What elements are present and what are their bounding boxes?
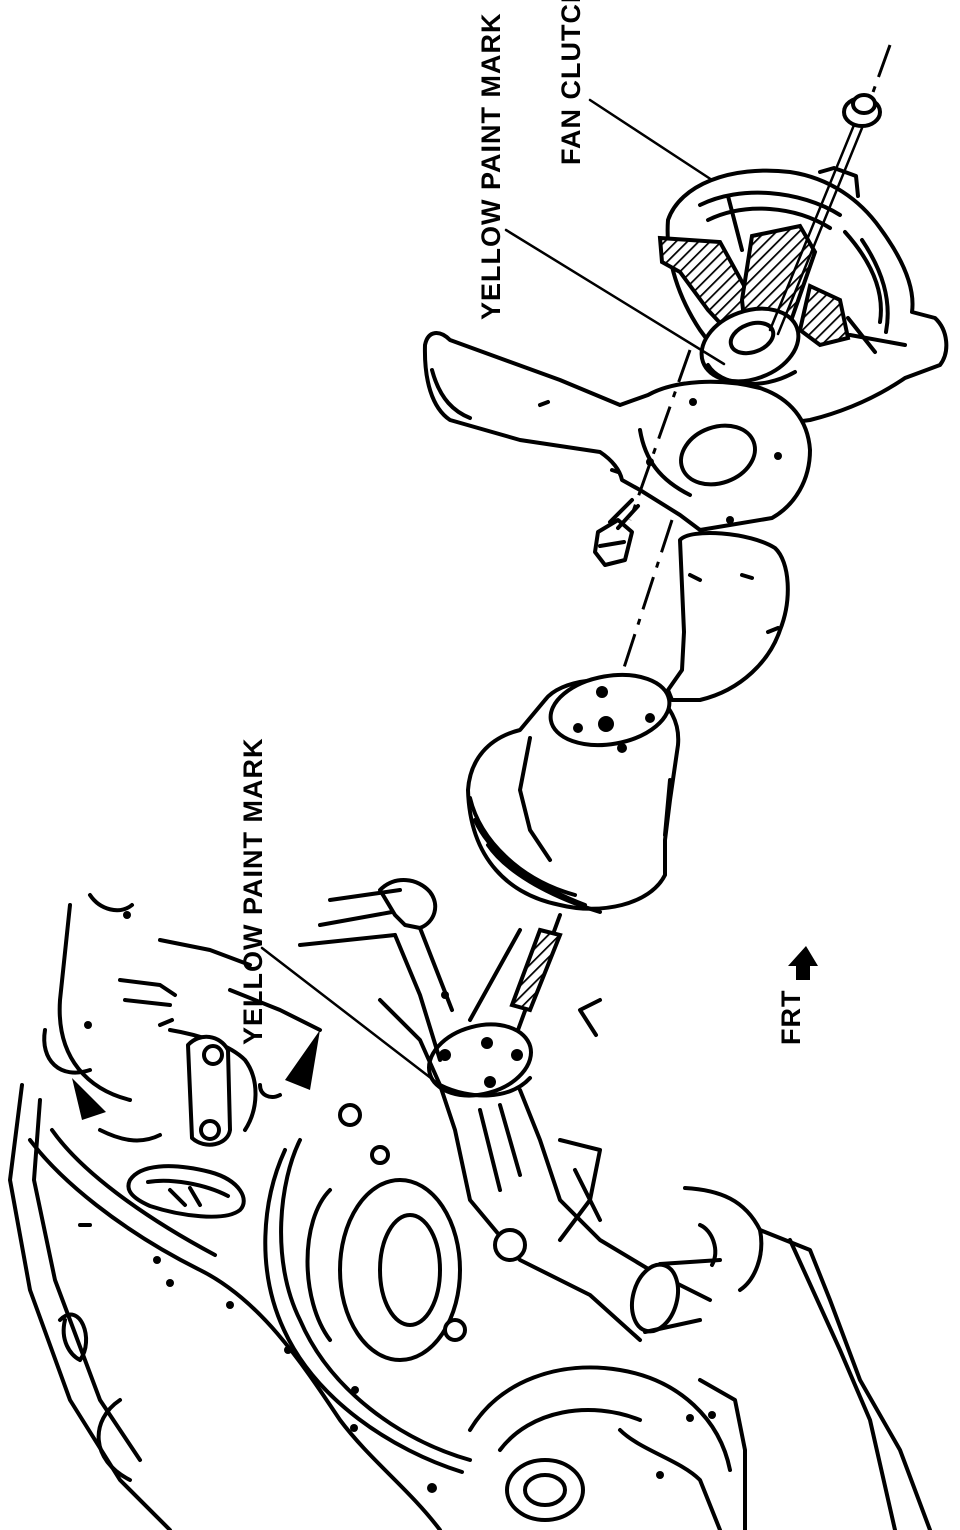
leader-line-lower-paint-mark: [260, 946, 438, 1084]
arrow-icon: [788, 946, 818, 980]
water-pump-assembly: [263, 913, 932, 1530]
fan-clutch-label: FAN CLUTCH: [556, 0, 586, 165]
leader-line-upper-paint-mark: [504, 228, 726, 366]
yellow-paint-mark-lower-label: YELLOW PAINT MARK: [238, 738, 268, 1045]
front-indicator-label: FRT: [776, 990, 806, 1045]
pulley: [466, 672, 681, 914]
fan-blade: [422, 331, 812, 702]
blade-bolt: [593, 498, 640, 567]
fan-clutch: [588, 98, 949, 424]
fan-clutch-bolt: [768, 44, 892, 336]
yellow-paint-mark-upper-label: YELLOW PAINT MARK: [476, 13, 506, 320]
engine-block: [8, 878, 454, 1530]
